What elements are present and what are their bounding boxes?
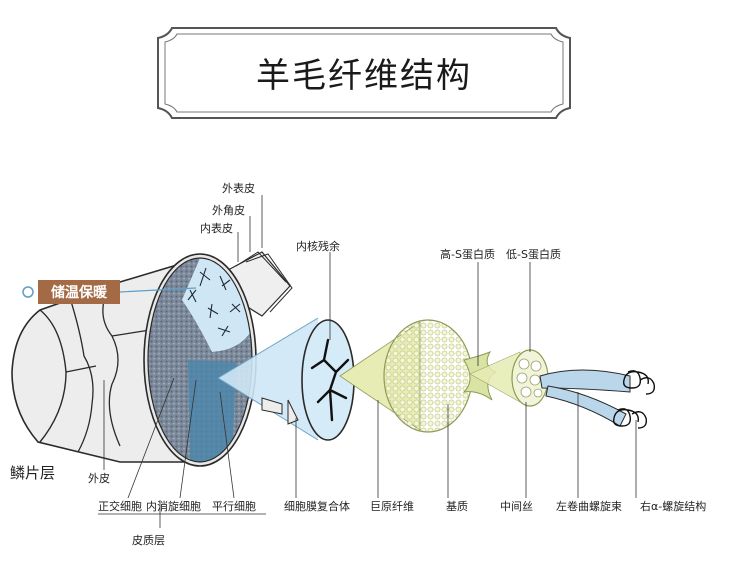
label-ortho-cells: 正交细胞 <box>98 499 142 513</box>
badge-box <box>38 280 120 304</box>
leader-lines <box>98 195 637 528</box>
helix-bundle <box>539 369 656 429</box>
label-right-alpha-helix: 右α-螺旋结构 <box>640 499 706 513</box>
page-title: 羊毛纤维结构 <box>256 56 472 96</box>
label-macrofibril: 巨原纤维 <box>370 500 414 513</box>
labels: 外表皮 外角皮 内表皮 内核残余 高-S蛋白质 低-S蛋白质 鳞片层 外皮 正交… <box>10 181 706 547</box>
label-cell-membrane-complex: 细胞膜复合体 <box>284 499 350 513</box>
label-outer-skin: 外皮 <box>88 472 110 485</box>
label-cortex-layer: 皮质层 <box>132 534 165 547</box>
matrix-shape <box>462 351 521 403</box>
badge-label: 储温保暖 <box>50 284 108 301</box>
label-matrix: 基质 <box>446 500 468 513</box>
label-meso-cells: 内消旋细胞 <box>146 499 201 513</box>
label-scale-layer: 鳞片层 <box>10 464 55 482</box>
cell-section <box>261 319 355 441</box>
label-left-coiled-bundle: 左卷曲螺旋束 <box>556 499 622 513</box>
intermediate-filament <box>511 349 549 407</box>
label-endocuticle: 内表皮 <box>200 221 233 235</box>
label-exocuticle: 外角皮 <box>212 204 245 217</box>
label-nuclear-remnant: 内核残余 <box>296 239 340 253</box>
label-high-s-protein: 高-S蛋白质 <box>440 247 495 261</box>
label-low-s-protein: 低-S蛋白质 <box>506 247 561 261</box>
label-intermediate-filament: 中间丝 <box>500 500 533 513</box>
warmth-badge: 储温保暖 <box>22 280 197 304</box>
title-banner: 羊毛纤维结构 <box>157 27 571 119</box>
cortex-cross-section <box>143 253 257 467</box>
macrofibril-cone <box>339 319 473 433</box>
label-outer-epicuticle: 外表皮 <box>222 181 255 195</box>
badge-dot <box>22 286 34 298</box>
label-para-cells: 平行细胞 <box>212 500 256 513</box>
